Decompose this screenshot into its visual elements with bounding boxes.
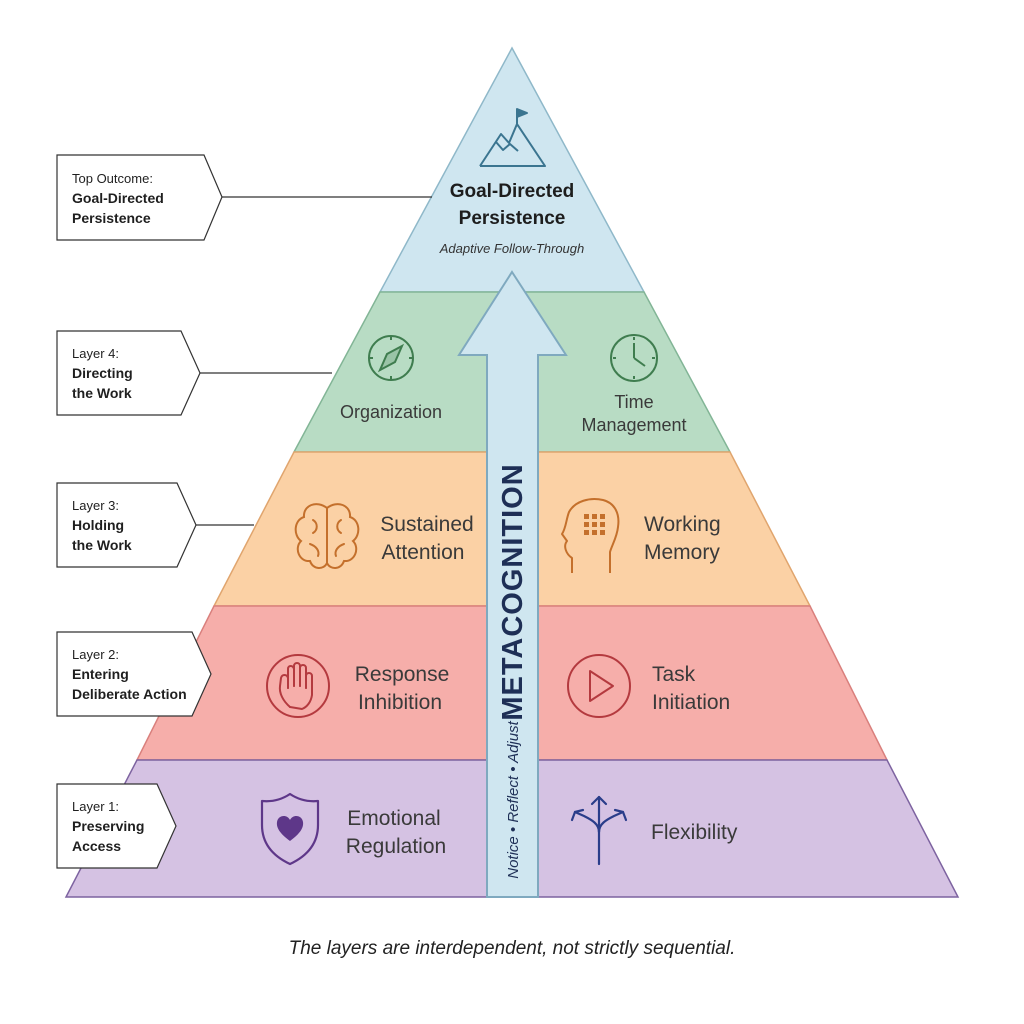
callout-bold-line-2: Deliberate Action: [72, 686, 187, 702]
callout-layer-1: Layer 1: Preserving Access: [56, 783, 177, 869]
callout-layer-4: Layer 4: Directing the Work: [56, 330, 332, 416]
footnote: The layers are interdependent, not stric…: [289, 938, 736, 959]
compass-icon: [368, 335, 414, 381]
callout-bold-line-1: Preserving: [72, 818, 144, 834]
sustained-attention-line-1: Sustained: [380, 513, 473, 536]
layer-1-content: Emotional Regulation Flexibility: [260, 792, 738, 866]
sustained-attention-line-2: Attention: [382, 541, 465, 564]
task-initiation-line-1: Task: [652, 663, 696, 686]
callout-bold-line-2: the Work: [72, 537, 132, 553]
top-title-line-2: Persistence: [459, 208, 566, 229]
mountain-flag-icon: [479, 108, 546, 167]
layer-3-content: Sustained Attention Working Memory: [294, 498, 721, 573]
emotional-regulation-line-1: Emotional: [347, 807, 440, 830]
time-management-line-2: Management: [581, 415, 686, 435]
shield-heart-icon: [260, 792, 320, 866]
top-title-line-1: Goal-Directed: [450, 181, 575, 202]
response-inhibition-line-2: Inhibition: [358, 691, 442, 714]
layer-4-content: Organization Time Management: [340, 334, 687, 435]
play-icon: [567, 654, 631, 718]
response-inhibition-line-1: Response: [355, 663, 450, 686]
head-grid-icon: [561, 498, 620, 573]
callout-bold-line-2: Access: [72, 838, 121, 854]
diverging-arrows-icon: [570, 795, 628, 866]
callout-top-outcome: Top Outcome: Goal-Directed Persistence: [56, 154, 432, 241]
callout-bold-line-2: the Work: [72, 385, 132, 401]
callout-small-text: Layer 1:: [72, 799, 119, 814]
working-memory-line-2: Memory: [644, 541, 720, 564]
clock-icon: [610, 334, 658, 382]
callout-bold-line-1: Directing: [72, 365, 133, 381]
working-memory-line-1: Working: [644, 513, 721, 536]
top-outcome: Goal-Directed Persistence Adaptive Follo…: [439, 108, 585, 256]
metacognition-title: METACOGNITION: [497, 463, 529, 720]
callout-bold-line-2: Persistence: [72, 210, 151, 226]
flexibility-label: Flexibility: [651, 821, 738, 844]
time-management-line-1: Time: [614, 392, 653, 412]
callout-bold-line-1: Goal-Directed: [72, 190, 164, 206]
hand-stop-icon: [266, 654, 330, 718]
callout-small-text: Layer 4:: [72, 346, 119, 361]
arrow-shape: [457, 270, 568, 898]
callout-layer-2: Layer 2: Entering Deliberate Action: [56, 631, 212, 717]
callouts: Top Outcome: Goal-Directed Persistence L…: [56, 154, 432, 869]
metacognition-subtitle: Notice • Reflect • Adjust: [505, 720, 522, 878]
layer-2-content: Response Inhibition Task Initiation: [266, 654, 730, 718]
brain-icon: [294, 503, 360, 569]
callout-small-text: Top Outcome:: [72, 171, 153, 186]
emotional-regulation-line-2: Regulation: [346, 835, 446, 858]
top-subtitle: Adaptive Follow-Through: [439, 241, 585, 256]
callout-bold-line-1: Holding: [72, 517, 124, 533]
callout-bold-line-1: Entering: [72, 666, 129, 682]
metacognition-arrow: METACOGNITION Notice • Reflect • Adjust: [457, 270, 568, 898]
organization-label: Organization: [340, 402, 442, 422]
callout-small-text: Layer 2:: [72, 647, 119, 662]
callout-small-text: Layer 3:: [72, 498, 119, 513]
task-initiation-line-2: Initiation: [652, 691, 730, 714]
callout-layer-3: Layer 3: Holding the Work: [56, 482, 254, 568]
